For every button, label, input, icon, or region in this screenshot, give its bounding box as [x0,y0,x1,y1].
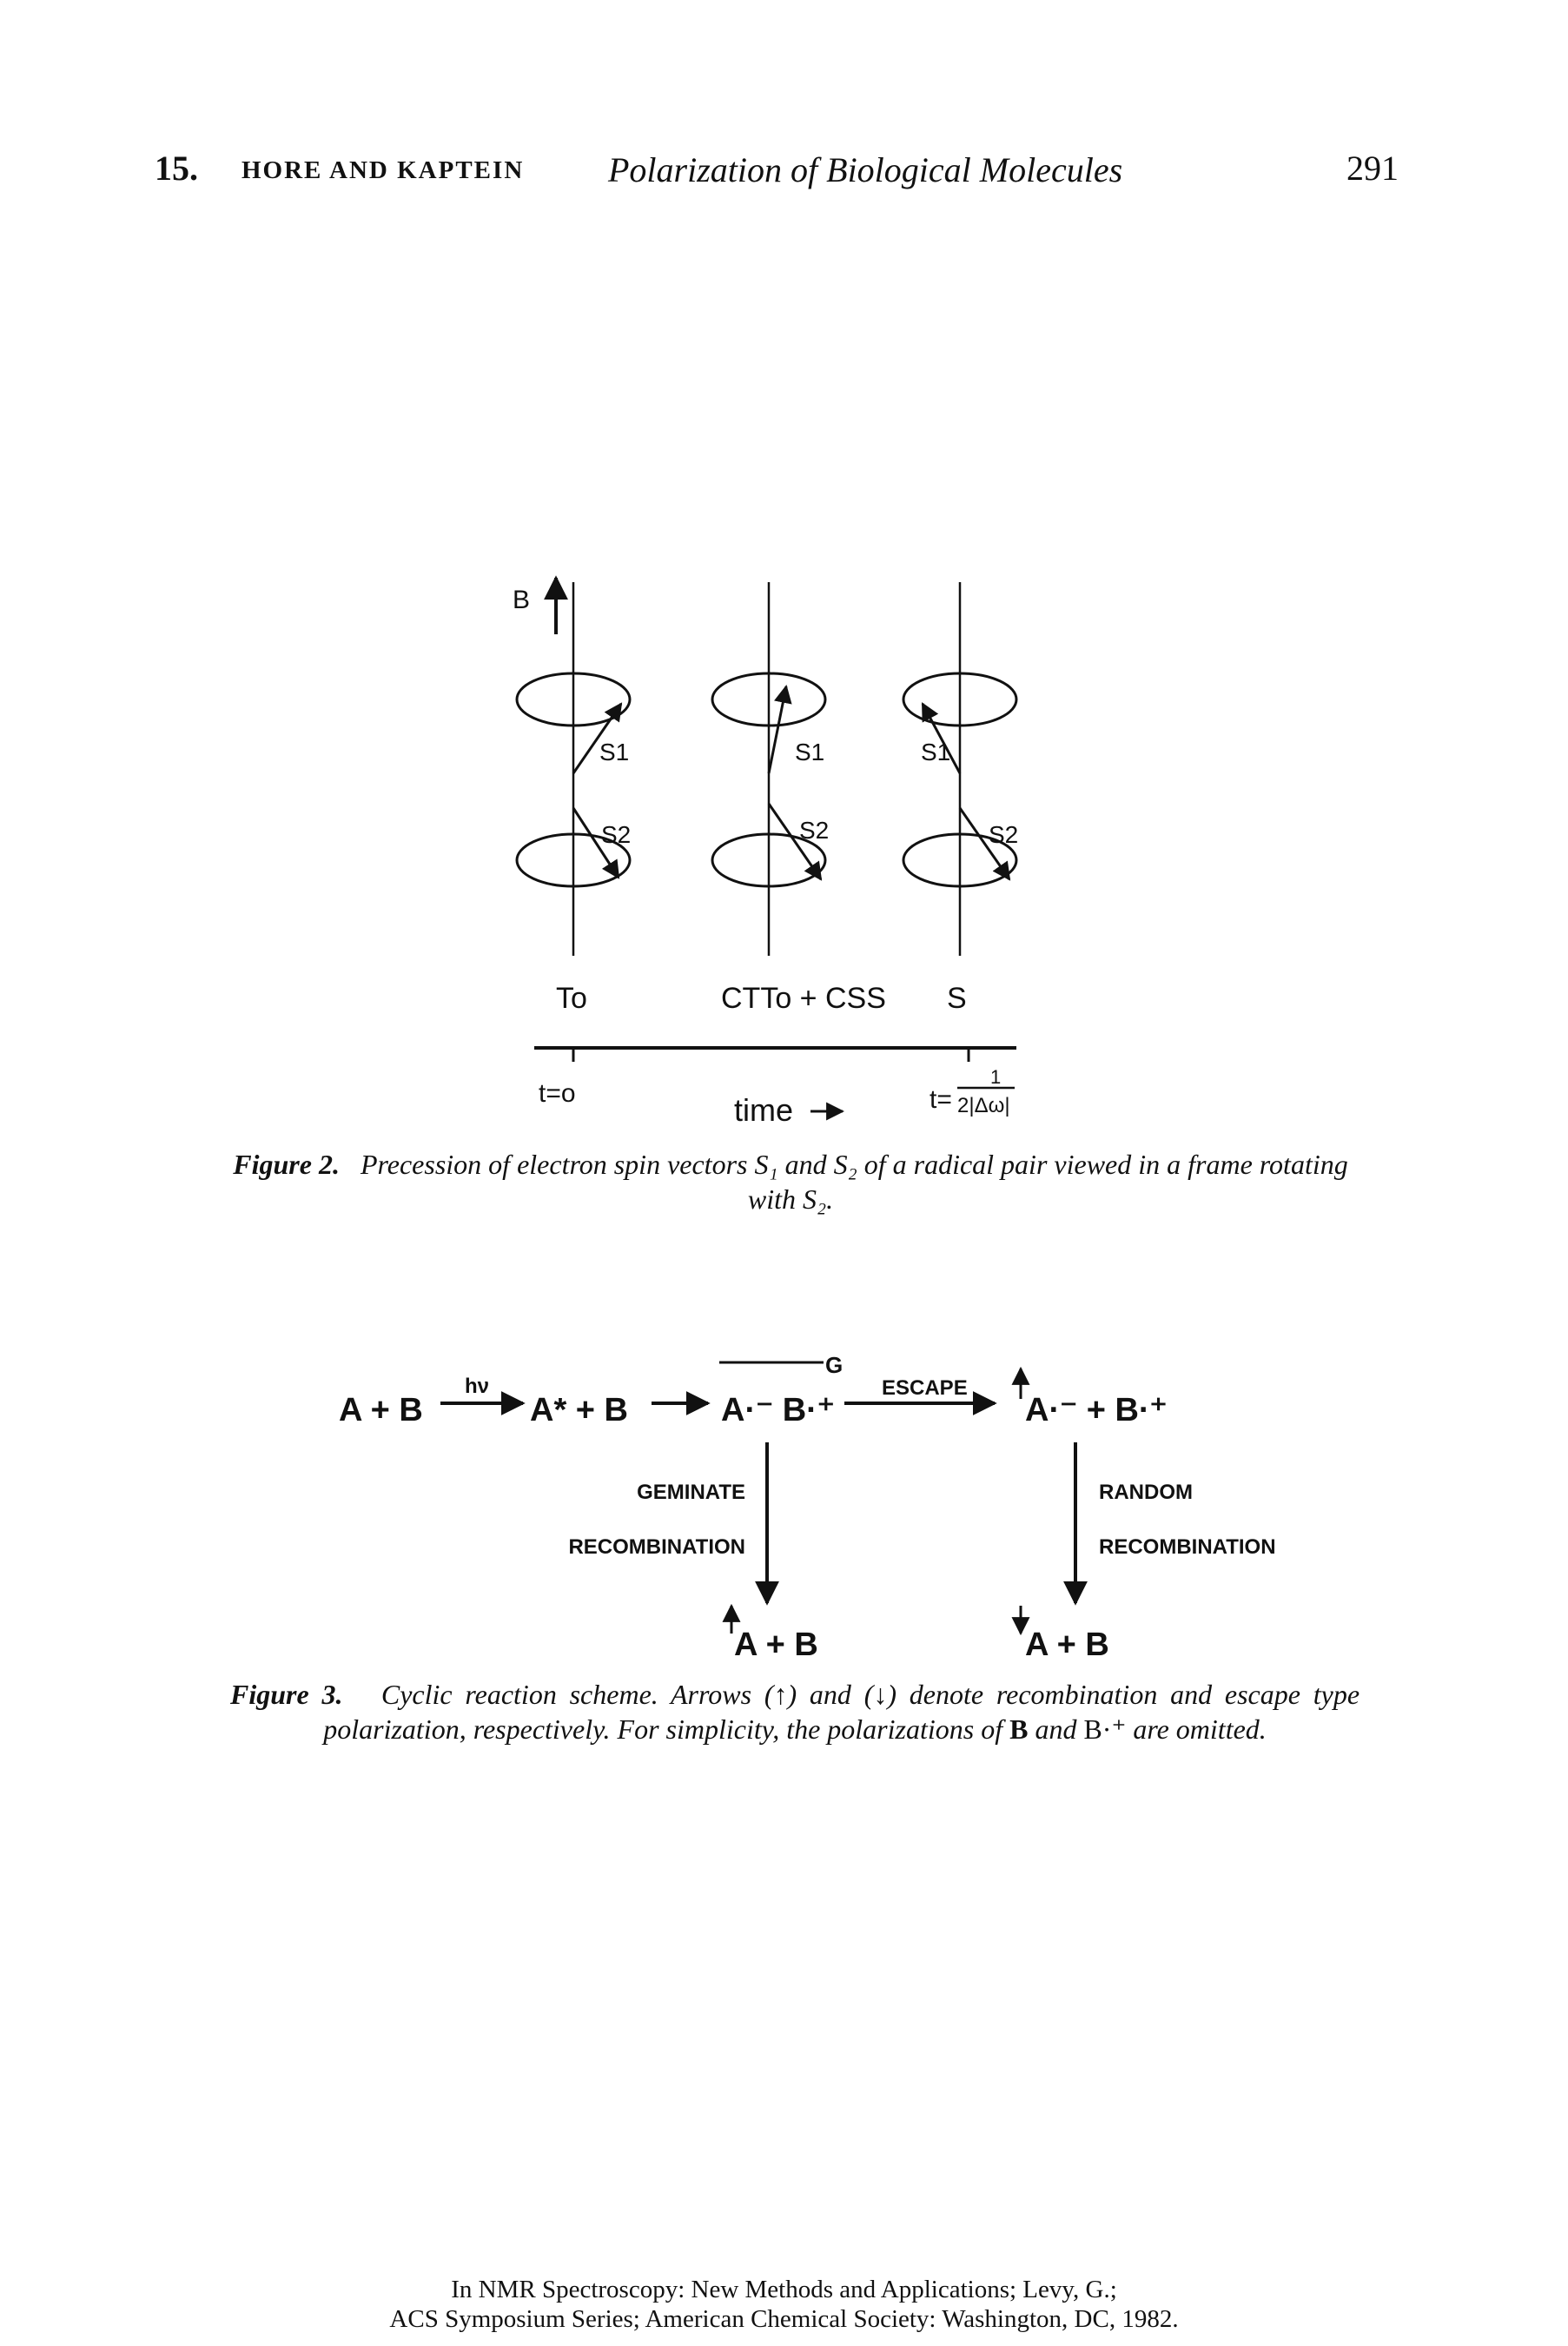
state-label-mixed: CTTo + CSS [721,982,886,1015]
spin1-label: S1 [921,739,950,765]
figure-3-caption-b: B [1009,1713,1029,1745]
spin-column-mixed: S1 S2 [711,582,829,956]
time-end-numerator: 1 [990,1066,1001,1088]
spin1-vector [921,702,962,774]
citation-line-2: ACS Symposium Series; American Chemical … [389,2305,1179,2333]
figure-3-label: Figure 3. [230,1679,343,1710]
product-geminate: A + B [734,1627,818,1663]
spin2-label: S2 [989,821,1018,848]
running-title: Polarization of Biological Molecules [608,150,1123,189]
spin2-vector [767,803,823,881]
spin2-vector [958,807,1011,881]
scheme-pair-superscript: G [825,1352,843,1378]
figure-2-caption-text: Precession of electron spin vectors S₁ a… [360,1149,1348,1215]
scheme-free-radicals: A·⁻ + B·⁺ [1025,1392,1168,1428]
spin-column-to: S1 S2 [515,582,632,956]
time-end-prefix: t= [930,1085,952,1114]
state-label-s: S [947,982,967,1015]
figure-2-caption: Figure 2. Precession of electron spin ve… [222,1147,1360,1216]
time-start-label: t=o [539,1079,576,1108]
scheme-hv-label: hν [465,1375,489,1398]
figure-3-caption-and: and [1035,1713,1077,1745]
spin2-label: S2 [799,817,829,844]
spin1-label: S1 [599,739,629,765]
citation-line-1: In NMR Spectroscopy: New Methods and App… [451,2276,1117,2303]
figure-3-caption-end: are omitted. [1133,1713,1267,1745]
geminate-label-1: GEMINATE [637,1481,745,1504]
random-label-2: RECOMBINATION [1099,1535,1276,1559]
scheme-radical-pair: A·⁻ B·⁺ [721,1392,835,1428]
product-random: A + B [1025,1627,1109,1663]
spin2-label: S2 [601,821,631,848]
geminate-label-2: RECOMBINATION [568,1535,745,1559]
scheme-escape-label: ESCAPE [882,1376,968,1400]
field-label: B [513,586,530,614]
random-label-1: RANDOM [1099,1481,1193,1504]
figure-3-caption-bplus: B·⁺ [1083,1713,1127,1745]
scheme-excited-state: A* + B [530,1392,628,1428]
figure-3-caption: Figure 3. Cyclic reaction scheme. Arrows… [230,1677,1360,1746]
scheme-reactants: A + B [339,1392,423,1428]
spin-column-s: S1 S2 [902,582,1018,956]
state-label-to: To [556,982,587,1015]
spin2-vector [572,807,620,879]
spin1-vector [572,702,623,774]
figure-3-caption-text: Cyclic reaction scheme. Arrows (↑) and (… [323,1679,1360,1745]
spin1-vector [767,684,792,774]
time-end-denominator: 2|Δω| [957,1094,1010,1117]
spin1-label: S1 [795,739,824,765]
page-number: 291 [1346,149,1399,188]
figure-2-label: Figure 2. [233,1149,340,1180]
time-axis-label: time [734,1092,793,1128]
running-authors: HORE AND KAPTEIN [241,156,525,184]
chapter-number: 15. [155,149,198,188]
